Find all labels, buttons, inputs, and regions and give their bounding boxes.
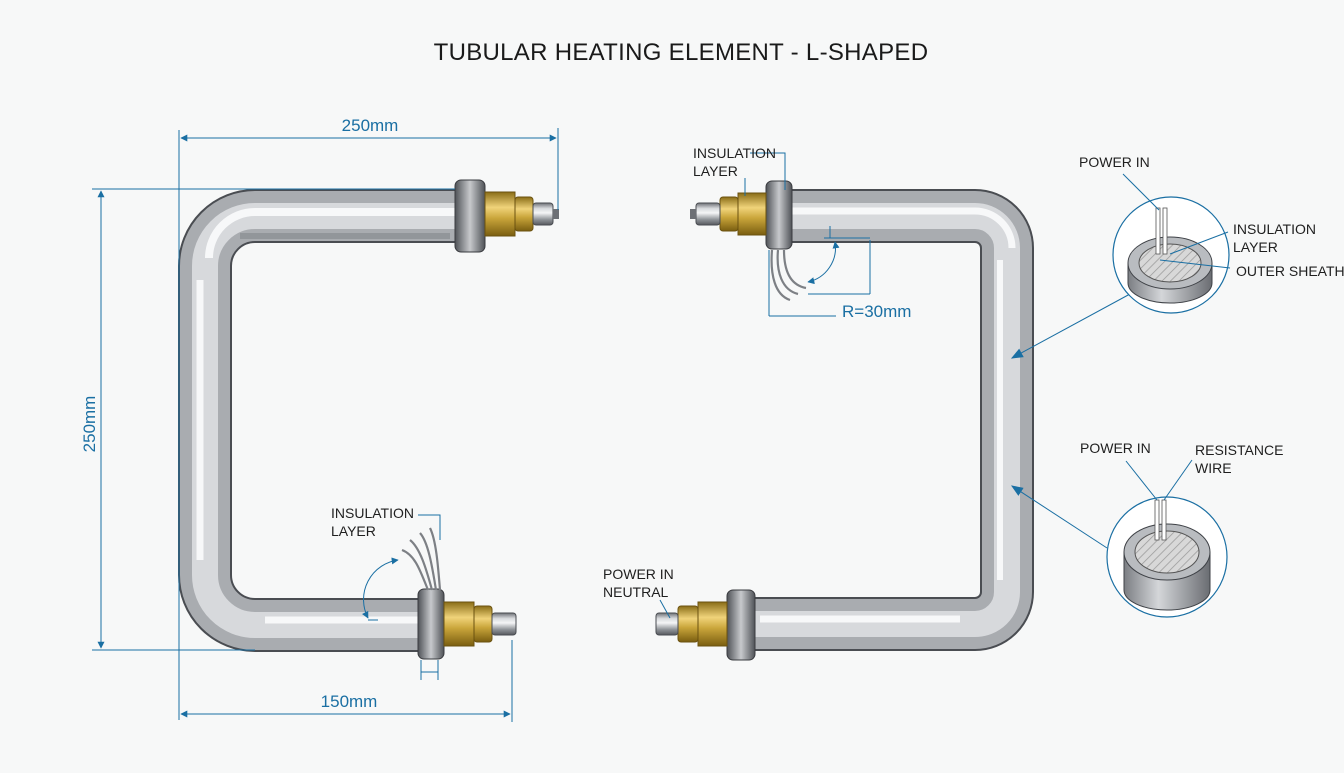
detail-top-insulation-2: LAYER [1233,239,1278,255]
detail-cross-section-top [1112,173,1231,314]
label-insulation-left-2: LAYER [331,523,376,539]
dim-top-width: 250mm [342,116,399,135]
top-right-terminal-pin [695,202,721,226]
top-left-ring-nut [454,179,486,253]
detail-top-insulation-1: INSULATION [1233,221,1316,237]
right-heating-element [655,180,1034,661]
right-dimensions [659,152,1131,619]
right-lead-wires [770,249,807,302]
detail-bottom-resistance-1: RESISTANCE [1195,442,1283,458]
top-left-terminal-pin [532,202,554,226]
detail-bottom-power-in: POWER IN [1080,440,1151,456]
left-dimensions [92,128,559,722]
label-insulation-left-1: INSULATION [331,505,414,521]
top-right-ring-nut [765,180,793,250]
detail-top-outer-sheath: OUTER SHEATH [1236,263,1344,279]
label-neutral: NEUTRAL [603,584,669,600]
bottom-right-terminal-pin [655,612,679,636]
detail-cross-section-bottom [1106,459,1228,618]
bottom-left-ring-nut [417,588,445,660]
label-power-in: POWER IN [603,566,674,582]
top-right-brass-fitting [737,192,767,236]
top-left-brass-fitting [484,191,516,237]
left-lead-wires [401,527,442,591]
diagram-title: TUBULAR HEATING ELEMENT - L-SHAPED [434,39,929,66]
bottom-right-brass-fitting [697,601,728,647]
bottom-left-brass-fitting [443,601,475,647]
bottom-left-terminal-pin [491,612,517,636]
bottom-right-ring-nut [726,589,756,661]
dim-bottom-width: 150mm [321,692,378,711]
dim-height: 250mm [80,396,99,453]
detail-bottom-resistance-2: WIRE [1195,460,1232,476]
left-heating-element [178,179,559,660]
label-insulation-right-1: INSULATION [693,145,776,161]
detail-top-power-in: POWER IN [1079,154,1150,170]
label-insulation-right-2: LAYER [693,163,738,179]
dim-bend-radius: R=30mm [842,302,911,321]
